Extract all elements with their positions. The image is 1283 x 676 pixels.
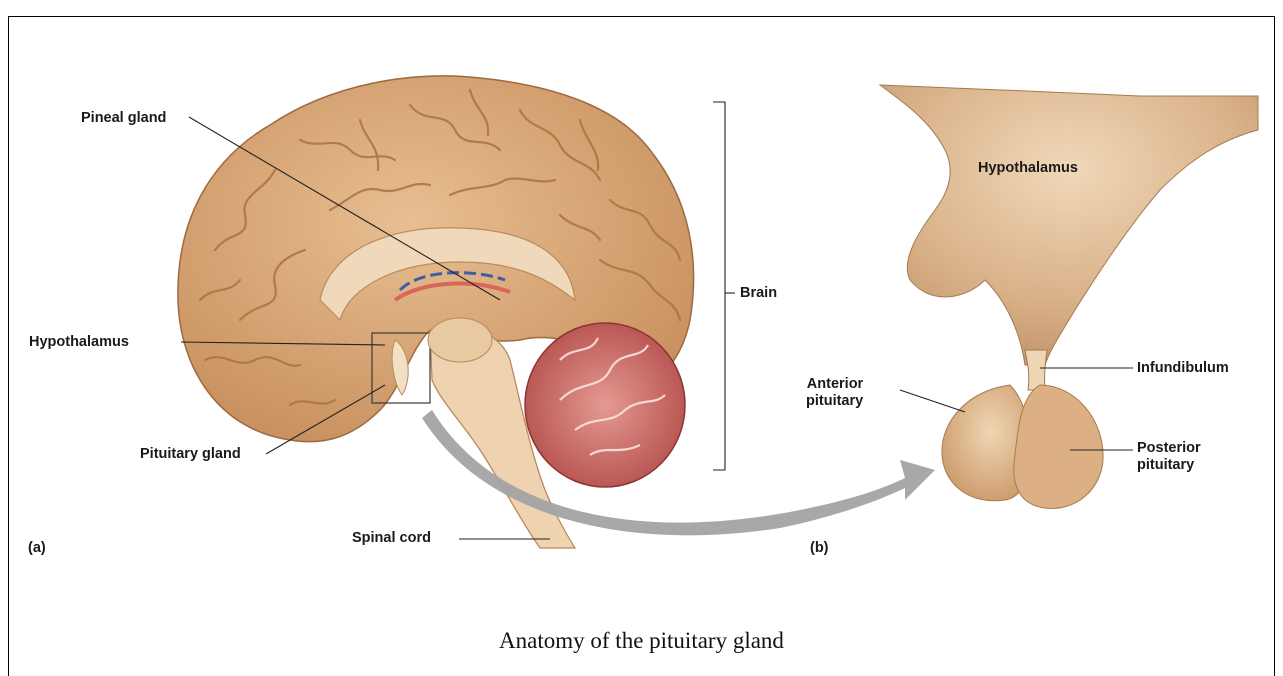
hypothalamus-shape xyxy=(880,85,1258,365)
brain-illustration xyxy=(178,76,694,548)
label-posterior-pituitary: Posterior pituitary xyxy=(1137,440,1201,474)
figure-caption: Anatomy of the pituitary gland xyxy=(0,628,1283,654)
pituitary-illustration xyxy=(880,85,1258,508)
label-infundibulum: Infundibulum xyxy=(1137,360,1229,377)
label-pineal-gland: Pineal gland xyxy=(81,110,166,127)
cerebellum xyxy=(525,323,685,487)
panel-a-tag: (a) xyxy=(28,540,46,557)
panel-b-tag: (b) xyxy=(810,540,829,557)
label-spinal-cord: Spinal cord xyxy=(352,530,431,547)
label-hypothalamus-a: Hypothalamus xyxy=(29,334,129,351)
label-anterior-pituitary: Anterior pituitary xyxy=(806,376,863,410)
label-hypothalamus-b: Hypothalamus xyxy=(978,160,1078,177)
label-brain: Brain xyxy=(740,285,777,302)
label-pituitary-gland: Pituitary gland xyxy=(140,446,241,463)
posterior-pituitary xyxy=(1014,385,1103,508)
